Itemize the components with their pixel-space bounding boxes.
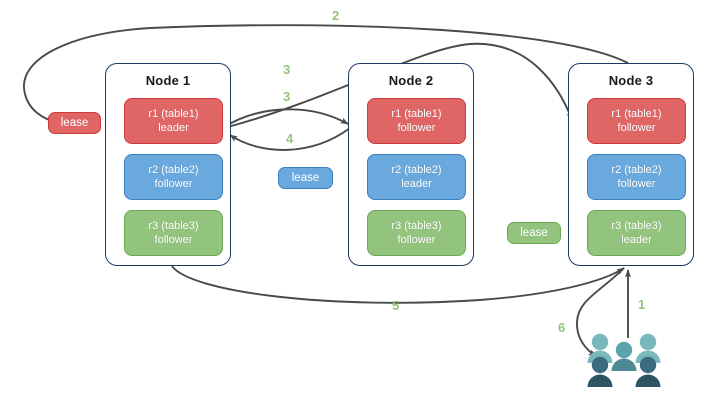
node-2-title: Node 2 [388,73,434,88]
node-3-title: Node 3 [608,73,654,88]
step-label-4: 4 [286,131,294,146]
node-2-replica-r3-line2: follower [397,234,436,246]
node-1-replica-r3-line2: follower [154,234,193,246]
lease-table2-label: lease [291,172,320,184]
node-3-replica-r1-line2: follower [617,122,656,134]
node-3-replica-r2-line2: follower [617,178,656,190]
node-3[interactable]: Node 3 r1 (table1) follower r2 (table2) … [568,63,694,266]
users-icon [586,332,662,394]
node-1-replica-r2-line2: follower [154,178,193,190]
lease-table1-label: lease [60,117,89,129]
node-3-replica-r1[interactable]: r1 (table1) follower [587,98,686,144]
node-1-replica-r3-line1: r3 (table3) [148,220,199,232]
node-2-replica-r1-line2: follower [397,122,436,134]
step-label-5: 5 [392,298,400,313]
lease-table2[interactable]: lease [278,167,333,189]
node-3-replica-r3-line2: leader [621,234,652,246]
node-1-replica-r1-line2: leader [158,122,189,134]
node-2-replica-r2-line2: leader [401,178,432,190]
lease-table3-label: lease [520,227,548,239]
lease-table1[interactable]: lease [48,112,101,134]
node-2-replica-r1[interactable]: r1 (table1) follower [367,98,466,144]
node-3-replica-r2-line1: r2 (table2) [611,164,662,176]
step-label-1: 1 [638,297,646,312]
node-2[interactable]: Node 2 r1 (table1) follower r2 (table2) … [348,63,474,266]
node-1[interactable]: Node 1 r1 (table1) leader r2 (table2) fo… [105,63,231,266]
node-1-replica-r2-line1: r2 (table2) [148,164,199,176]
node-3-replica-r3[interactable]: r3 (table3) leader [587,210,686,256]
node-1-replica-r2[interactable]: r2 (table2) follower [124,154,223,200]
node-1-replica-r3[interactable]: r3 (table3) follower [124,210,223,256]
node-2-replica-r2-line1: r2 (table2) [391,164,442,176]
node-2-replica-r3[interactable]: r3 (table3) follower [367,210,466,256]
step-label-3a: 3 [283,62,291,77]
edge-step-3-node2 [223,108,349,128]
step-label-2: 2 [332,8,340,23]
node-3-replica-r1-line1: r1 (table1) [611,108,662,120]
node-2-replica-r3-line1: r3 (table3) [391,220,442,232]
step-label-6: 6 [558,320,566,335]
node-1-replica-r1-line1: r1 (table1) [148,108,199,120]
step-label-3b: 3 [283,89,291,104]
node-1-replica-r1[interactable]: r1 (table1) leader [124,98,223,144]
node-2-replica-r2[interactable]: r2 (table2) leader [367,154,466,200]
lease-table3[interactable]: lease [507,222,561,244]
node-3-replica-r2[interactable]: r2 (table2) follower [587,154,686,200]
node-1-title: Node 1 [145,73,191,88]
node-3-replica-r3-line1: r3 (table3) [611,220,662,232]
node-2-replica-r1-line1: r1 (table1) [391,108,442,120]
